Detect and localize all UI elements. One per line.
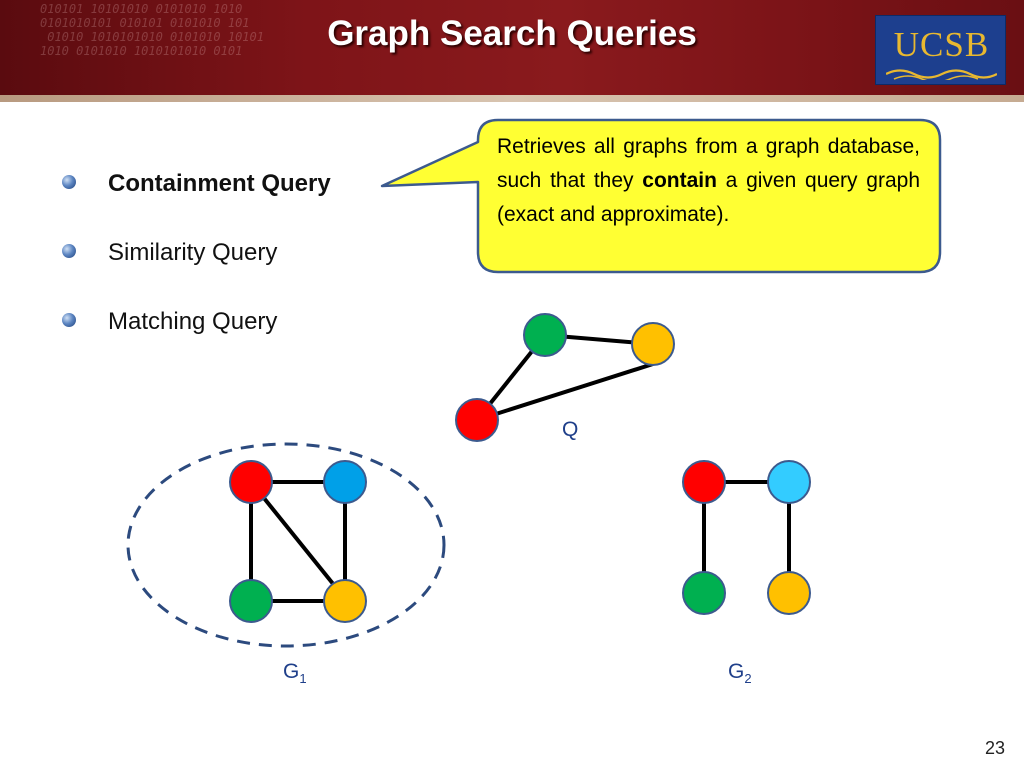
q-node-green	[523, 313, 567, 357]
g2-node-orange	[767, 571, 811, 615]
logo-text: UCSB	[893, 25, 990, 64]
g1-edge-diagonal	[249, 480, 340, 592]
query-graph	[475, 333, 654, 422]
bullet-matching-query: Matching Query	[108, 308, 278, 335]
g1-node-red	[229, 460, 273, 504]
slide-title: Graph Search Queries	[327, 14, 697, 53]
callout-text-before: Retrieves all graphs from a graph databa…	[497, 135, 920, 192]
g1-label-base: G	[283, 660, 300, 683]
g1-graph	[249, 480, 347, 603]
g1-label: G1	[283, 660, 307, 686]
q-node-red	[455, 398, 499, 442]
g2-node-lightblue	[767, 460, 811, 504]
header-strip	[0, 95, 1024, 102]
g2-label-sub: 2	[744, 671, 752, 687]
bullet-icon	[62, 175, 76, 189]
bullet-icon	[62, 313, 76, 327]
q-node-orange	[631, 322, 675, 366]
callout-text-after: a given query graph (exact and approxima…	[497, 169, 920, 226]
binary-decoration: 010101 10101010 0101010 1010 0101010101 …	[40, 2, 264, 58]
callout-text: Retrieves all graphs from a graph databa…	[497, 130, 920, 232]
bullet-containment-query: Containment Query	[108, 170, 331, 197]
bullet-icon	[62, 244, 76, 258]
g1-node-blue	[323, 460, 367, 504]
callout-emphasis: contain	[642, 169, 717, 192]
logo-wave-icon	[886, 69, 997, 80]
query-graph-label: Q	[562, 418, 579, 441]
g1-label-sub: 1	[299, 671, 307, 687]
ucsb-logo: UCSB	[875, 15, 1006, 85]
page-number: 23	[985, 738, 1006, 758]
g1-node-green	[229, 579, 273, 623]
g2-node-green	[682, 571, 726, 615]
g1-dashed-ellipse	[126, 442, 446, 648]
g1-node-orange	[323, 579, 367, 623]
g2-label: G2	[728, 660, 752, 686]
g2-node-red	[682, 460, 726, 504]
g2-label-base: G	[728, 660, 745, 683]
callout-box	[380, 118, 942, 274]
bullet-similarity-query: Similarity Query	[108, 239, 278, 266]
q-edge-red-orange	[476, 362, 654, 422]
header-banner: 010101 10101010 0101010 1010 0101010101 …	[0, 0, 1024, 95]
